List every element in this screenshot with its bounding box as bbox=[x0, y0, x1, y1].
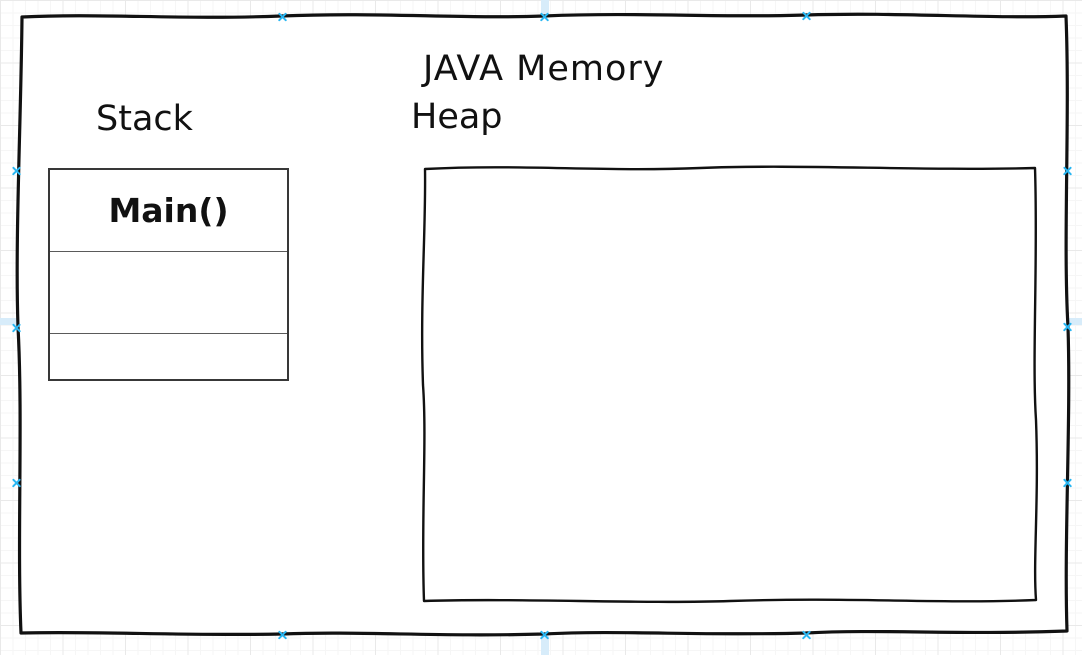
connection-point-x-icon[interactable] bbox=[278, 12, 287, 21]
connection-point-x-icon[interactable] bbox=[540, 630, 549, 639]
connection-point-x-icon[interactable] bbox=[278, 630, 287, 639]
stack-frame-table[interactable]: Main() bbox=[48, 168, 289, 381]
connection-point-x-icon[interactable] bbox=[802, 630, 811, 639]
page-boundary bbox=[541, 0, 549, 17]
page-boundary bbox=[1069, 318, 1082, 325]
connection-point-x-icon[interactable] bbox=[12, 323, 21, 332]
connection-point-x-icon[interactable] bbox=[12, 478, 21, 487]
heap-label[interactable]: Heap bbox=[411, 97, 503, 137]
stack-frame-row[interactable] bbox=[50, 334, 287, 379]
connection-point-x-icon[interactable] bbox=[540, 12, 549, 21]
connection-point-x-icon[interactable] bbox=[1063, 322, 1072, 331]
connection-point-x-icon[interactable] bbox=[12, 166, 21, 175]
connection-point-x-icon[interactable] bbox=[1063, 166, 1072, 175]
stack-frame-row[interactable]: Main() bbox=[50, 170, 287, 252]
connection-point-x-icon[interactable] bbox=[1063, 478, 1072, 487]
connection-point-x-icon[interactable] bbox=[802, 11, 811, 20]
page-boundary bbox=[541, 635, 549, 655]
heap-rect[interactable] bbox=[420, 165, 1039, 604]
stack-frame-row[interactable] bbox=[50, 252, 287, 334]
page-boundary bbox=[0, 318, 18, 325]
diagram-title[interactable]: JAVA Memory bbox=[423, 49, 665, 89]
stack-frame-label: Main() bbox=[108, 191, 229, 230]
stack-label[interactable]: Stack bbox=[96, 99, 193, 139]
